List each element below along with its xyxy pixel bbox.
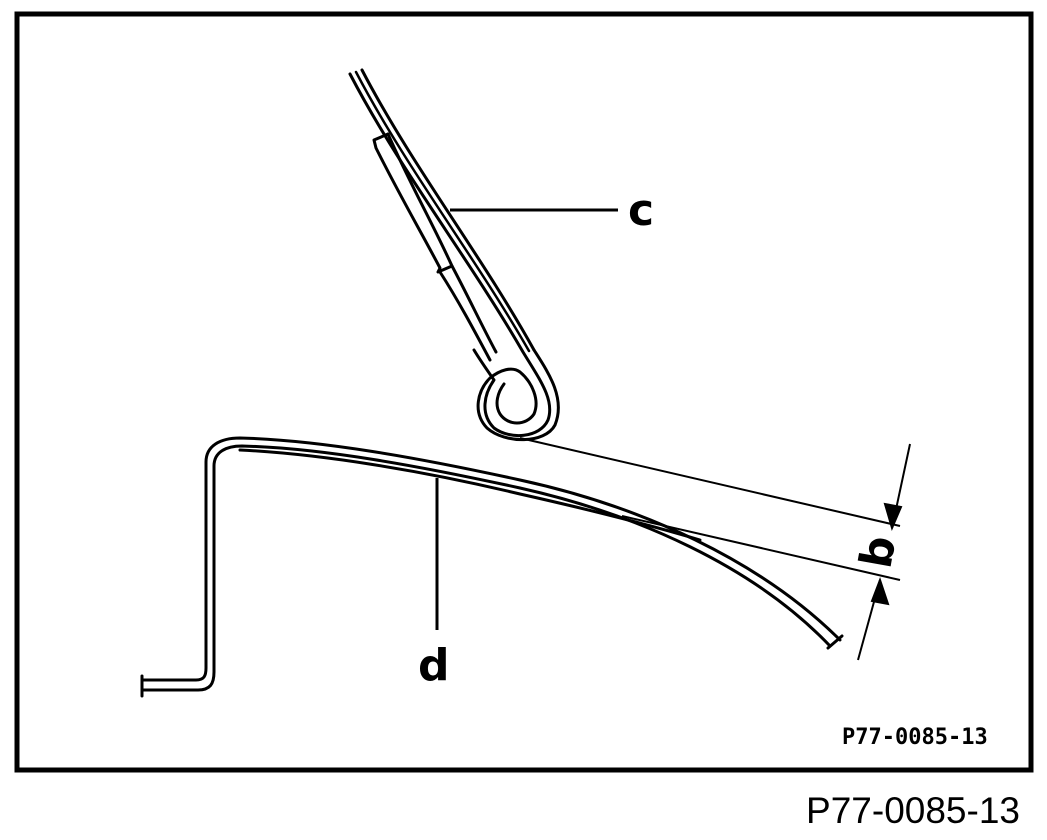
- dimension-b: [519, 437, 911, 661]
- extension-line-upper: [519, 437, 901, 527]
- part-c-inner-edge: [360, 68, 536, 352]
- extension-line-lower: [621, 515, 901, 581]
- part-d-end-cap: [826, 634, 844, 650]
- part-c-backing-strip-inner: [386, 132, 498, 354]
- part-c-outer-edge: [348, 72, 552, 438]
- part-d-strip-face: [238, 448, 702, 542]
- part-c-hook-loop: [476, 348, 560, 442]
- figure-code: P77-0085-13: [842, 725, 988, 750]
- dimension-arrow-lower-head: [870, 577, 890, 606]
- figure-caption: P77-0085-13: [806, 790, 1020, 831]
- label-d: d: [418, 640, 450, 691]
- part-c: [348, 68, 560, 442]
- part-d: [140, 436, 844, 698]
- part-c-middle-line: [354, 70, 531, 353]
- label-c: c: [628, 185, 654, 236]
- part-d-outer-edge: [140, 436, 842, 682]
- dimension-arrow-upper-head: [883, 502, 903, 531]
- drawing-frame: [14, 11, 1034, 773]
- part-c-backing-strip: [372, 132, 492, 362]
- part-d-inner-edge: [140, 444, 832, 692]
